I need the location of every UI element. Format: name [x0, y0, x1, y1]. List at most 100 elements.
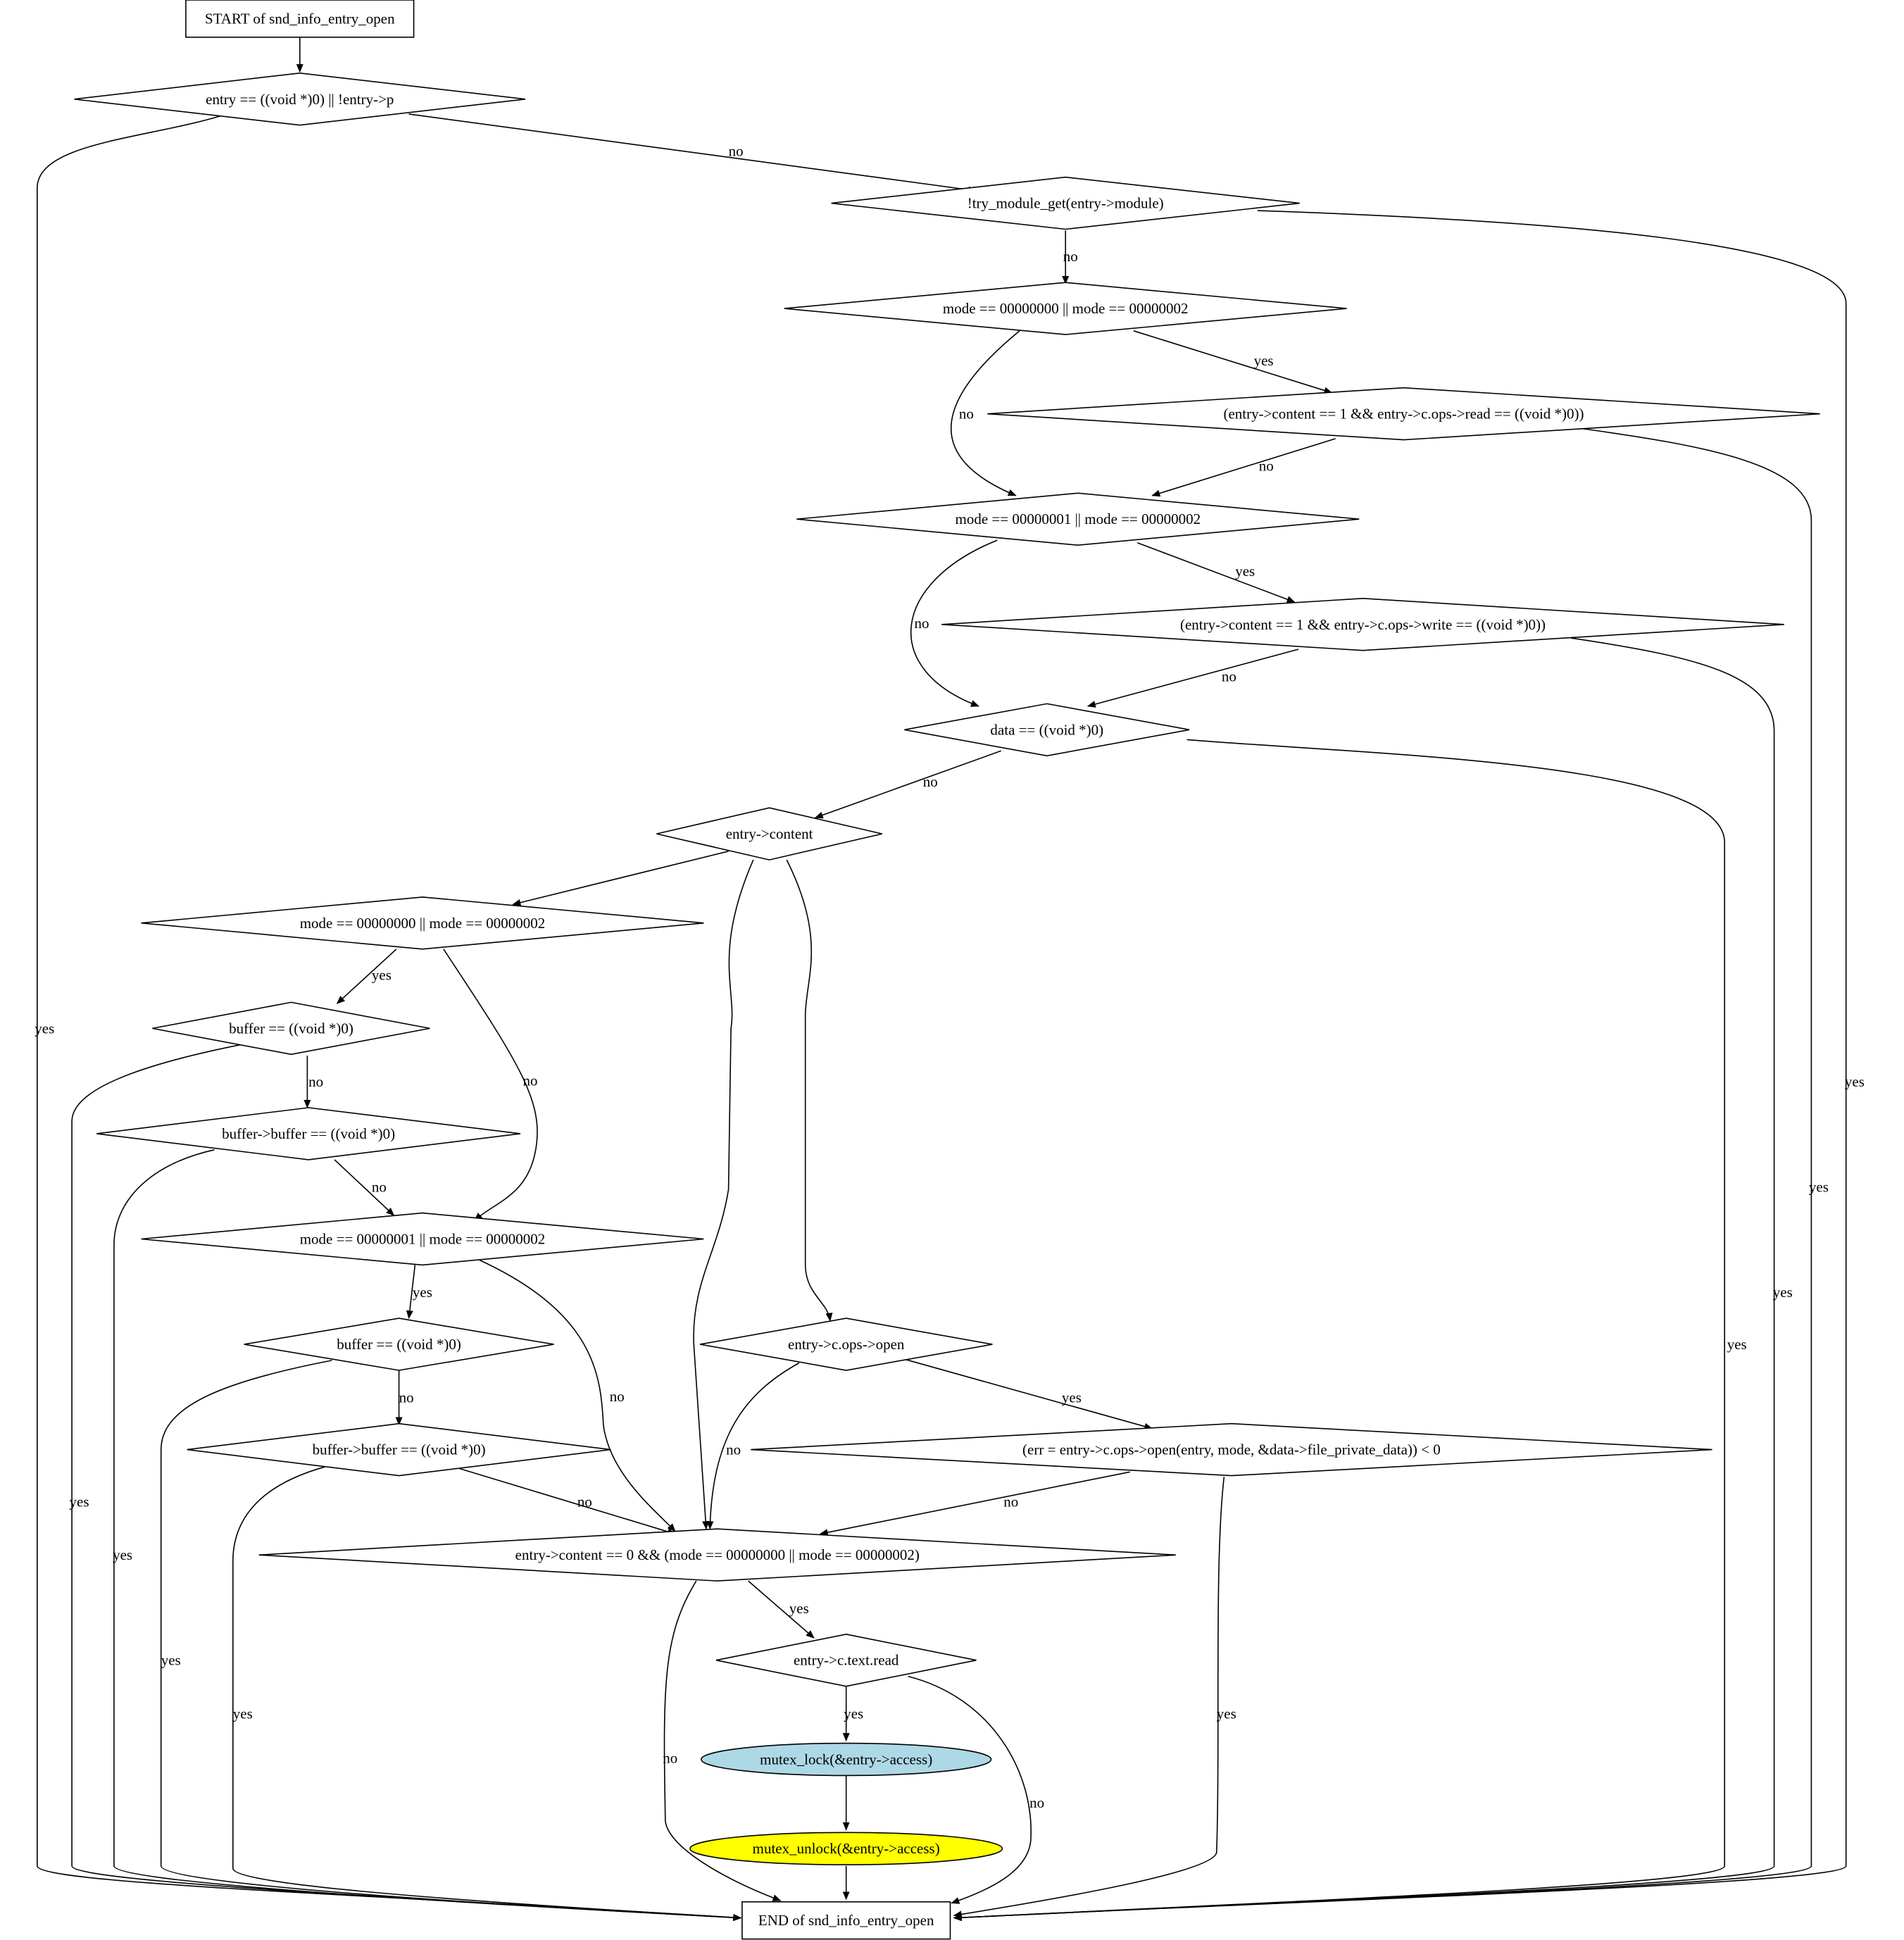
edge-d12-to-d13 — [406, 1265, 416, 1320]
node-d12: mode == 00000001 || mode == 00000002 — [141, 1212, 704, 1266]
edge-d3-to-d5 — [951, 330, 1020, 496]
node-d6-label: (entry->content == 1 && entry->c.ops->wr… — [1180, 616, 1546, 633]
node-d1-shape — [74, 72, 526, 126]
edge-d8-to-d15 — [786, 859, 833, 1322]
edge-d10-to-end — [71, 1044, 742, 1922]
edge-label-d4-to-d5: no — [1259, 458, 1274, 475]
node-d15-shape — [699, 1318, 993, 1371]
node-d16: (err = entry->c.ops->open(entry, mode, &… — [751, 1422, 1712, 1477]
node-d16-label: (err = entry->c.ops->open(entry, mode, &… — [1022, 1441, 1441, 1458]
node-lock-label: mutex_lock(&entry->access) — [760, 1751, 932, 1768]
edge-label-d10-to-end: yes — [70, 1494, 89, 1510]
node-d10-shape — [152, 1001, 430, 1056]
node-d6: (entry->content == 1 && entry->c.ops->wr… — [941, 597, 1784, 651]
edge-d14-to-end — [232, 1466, 742, 1922]
edge-d17-to-end — [663, 1580, 782, 1901]
node-d14: buffer->buffer == ((void *)0) — [187, 1422, 611, 1477]
edge-label-d18-to-end: no — [1029, 1794, 1044, 1811]
node-d7-shape — [904, 703, 1190, 757]
edge-d9-to-d10 — [336, 949, 397, 1004]
edge-label-d6-to-end: yes — [1773, 1284, 1793, 1301]
node-d5: mode == 00000001 || mode == 00000002 — [796, 492, 1360, 546]
edge-label-d1-to-end: yes — [35, 1020, 54, 1037]
node-start-label: START of snd_info_entry_open — [205, 10, 395, 27]
edge-d7-to-end — [953, 739, 1725, 1922]
node-end: END of snd_info_entry_open — [741, 1901, 951, 1940]
edge-label-d15-to-d17: no — [726, 1441, 741, 1458]
edge-d16-to-end — [953, 1477, 1225, 1918]
node-end-shape — [741, 1901, 951, 1940]
edge-d6-to-d7 — [1086, 649, 1299, 708]
edge-d15-to-d16 — [904, 1358, 1153, 1430]
edge-label-d11-to-d12: no — [372, 1179, 387, 1196]
edge-d2-to-end — [953, 210, 1847, 1922]
node-d12-label: mode == 00000001 || mode == 00000002 — [300, 1231, 546, 1248]
node-d10-label: buffer == ((void *)0) — [229, 1020, 353, 1037]
node-d17: entry->content == 0 && (mode == 00000000… — [258, 1528, 1176, 1582]
edge-label-d2-to-end: yes — [1845, 1073, 1865, 1090]
node-d11-label: buffer->buffer == ((void *)0) — [222, 1125, 395, 1142]
node-d3-shape — [784, 282, 1347, 335]
edge-label-d14-to-end: yes — [233, 1705, 253, 1722]
node-d14-shape — [187, 1422, 611, 1477]
edge-label-d17-to-end: no — [663, 1750, 677, 1767]
node-d2-shape — [831, 176, 1300, 230]
edge-label-d13-to-d14: no — [399, 1389, 414, 1406]
edge-d13-to-end — [160, 1360, 742, 1922]
node-d7-label: data == ((void *)0) — [990, 721, 1103, 738]
edge-d12-to-d17 — [479, 1259, 676, 1532]
edge-d7-to-d8 — [814, 750, 1001, 819]
edge-label-d15-to-d16: yes — [1062, 1389, 1082, 1406]
node-d4: (entry->content == 1 && entry->c.ops->re… — [987, 387, 1820, 441]
edge-label-d3-to-d4: yes — [1254, 352, 1274, 369]
node-start-shape — [185, 0, 415, 38]
node-d2: !try_module_get(entry->module) — [831, 176, 1300, 230]
node-d8: entry->content — [656, 807, 882, 861]
edge-d1-to-end — [37, 114, 742, 1921]
edge-label-d9-to-d12: no — [523, 1072, 538, 1089]
edge-label-d7-to-d8: no — [923, 773, 938, 790]
node-d15: entry->c.ops->open — [699, 1318, 993, 1371]
node-d3-label: mode == 00000000 || mode == 00000002 — [943, 300, 1189, 317]
node-d14-label: buffer->buffer == ((void *)0) — [313, 1441, 486, 1458]
node-d15-label: entry->c.ops->open — [788, 1336, 905, 1353]
node-d4-label: (entry->content == 1 && entry->c.ops->re… — [1223, 406, 1584, 423]
node-d13-shape — [244, 1318, 554, 1371]
edge-label-d12-to-d13: yes — [413, 1284, 432, 1301]
edge-label-d2-to-d3: no — [1063, 248, 1078, 265]
node-d3: mode == 00000000 || mode == 00000002 — [784, 282, 1347, 335]
node-d17-label: entry->content == 0 && (mode == 00000000… — [515, 1546, 920, 1563]
node-d2-label: !try_module_get(entry->module) — [967, 195, 1164, 212]
node-d13: buffer == ((void *)0) — [244, 1318, 554, 1371]
edge-d14-to-d17 — [458, 1467, 676, 1535]
edge-label-d16-to-d17: no — [1003, 1494, 1018, 1510]
edge-label-d16-to-end: yes — [1217, 1705, 1236, 1722]
edge-label-d12-to-d17: no — [610, 1388, 625, 1405]
node-d7: data == ((void *)0) — [904, 703, 1190, 757]
edge-label-d6-to-d7: no — [1222, 668, 1236, 685]
edge-d17-to-d18 — [748, 1580, 815, 1639]
edge-d5-to-d7 — [910, 539, 998, 707]
node-d16-shape — [751, 1422, 1712, 1477]
node-d18: entry->c.text.read — [715, 1633, 977, 1687]
edge-label-d4-to-end: yes — [1809, 1179, 1829, 1196]
node-lock: mutex_lock(&entry->access) — [700, 1742, 992, 1777]
node-lock-shape — [700, 1742, 992, 1777]
node-d5-shape — [796, 492, 1360, 546]
node-unlock-label: mutex_unlock(&entry->access) — [753, 1840, 940, 1857]
node-d8-shape — [656, 807, 882, 861]
edge-d1-to-d2 — [408, 113, 977, 194]
edge-label-d11-to-end: yes — [113, 1546, 132, 1563]
node-d1: entry == ((void *)0) || !entry->p — [74, 72, 526, 126]
node-d1-label: entry == ((void *)0) || !entry->p — [206, 91, 394, 108]
edge-d11-to-d12 — [334, 1159, 395, 1216]
node-d12-shape — [141, 1212, 704, 1266]
edge-label-d18-to-lock: yes — [844, 1705, 863, 1722]
edge-d18-to-end — [908, 1675, 1032, 1904]
node-d10: buffer == ((void *)0) — [152, 1001, 430, 1056]
node-d9-label: mode == 00000000 || mode == 00000002 — [300, 915, 546, 932]
edges — [37, 37, 1847, 1922]
node-d18-shape — [715, 1633, 977, 1687]
